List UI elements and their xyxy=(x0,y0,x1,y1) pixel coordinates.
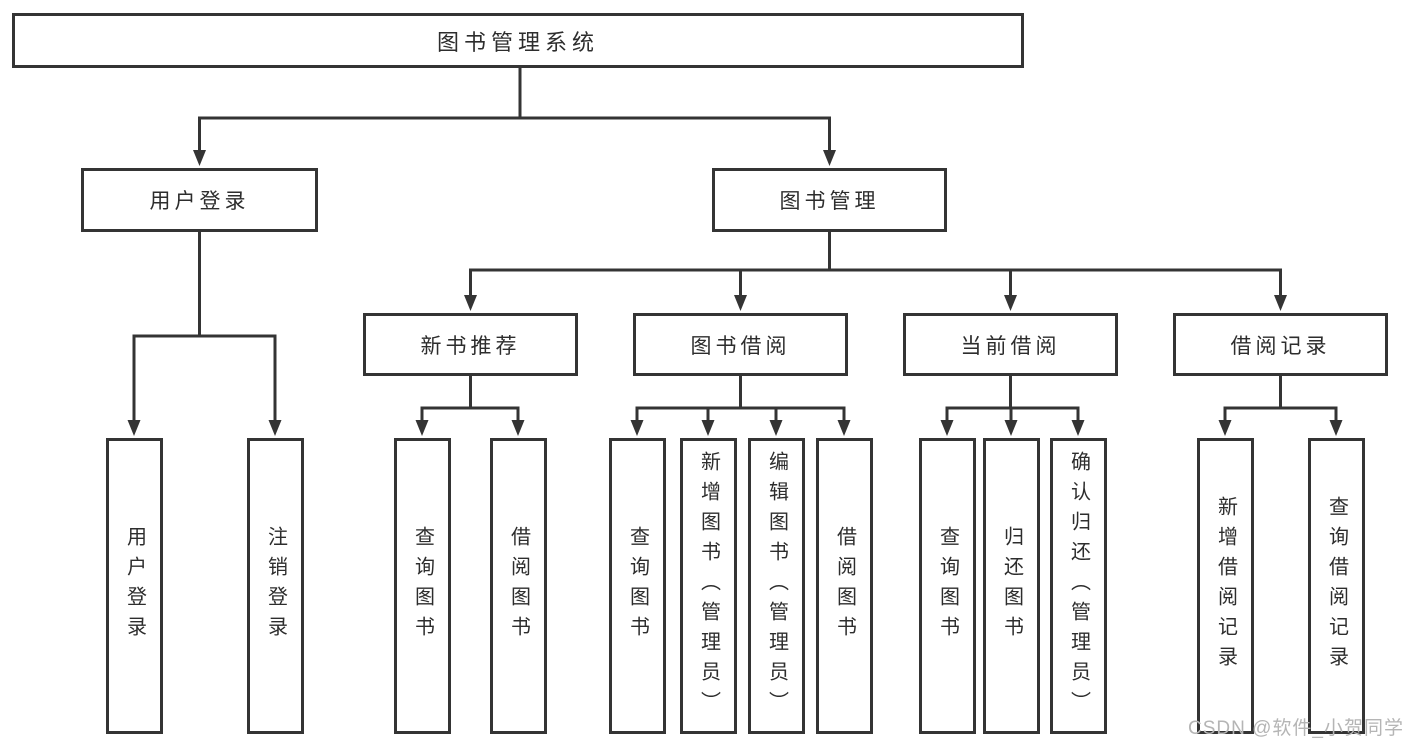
node-leaf-cb-confirm-return-admin-label: 确认归还（管理员） xyxy=(1067,451,1090,721)
node-leaf-cb-return-books-label: 归还图书 xyxy=(1000,526,1023,646)
node-leaf-cb-search-books-label: 查询图书 xyxy=(936,526,959,646)
node-leaf-bb-borrow-books-label: 借阅图书 xyxy=(833,526,856,646)
node-book-borrowing-label: 图书借阅 xyxy=(690,334,791,358)
node-book-management: 图书管理 xyxy=(712,168,947,232)
connector-new-books-children xyxy=(415,376,525,436)
node-leaf-cb-search-books: 查询图书 xyxy=(918,438,976,734)
node-current-borrowing-label: 当前借阅 xyxy=(960,334,1061,358)
node-leaf-cb-return-books: 归还图书 xyxy=(982,438,1040,734)
node-leaf-cb-confirm-return-admin: 确认归还（管理员） xyxy=(1049,438,1107,734)
node-leaf-user-login: 用户登录 xyxy=(105,438,163,734)
csdn-watermark: CSDN @软件_小贺同学 xyxy=(1188,718,1404,739)
node-leaf-bb-search-books-label: 查询图书 xyxy=(626,526,649,646)
node-leaf-br-search-record: 查询借阅记录 xyxy=(1307,438,1365,734)
node-user-login-label: 用户登录 xyxy=(149,190,250,213)
node-new-book-recommend-label: 新书推荐 xyxy=(420,334,521,358)
node-borrowing-records: 借阅记录 xyxy=(1173,313,1388,376)
node-leaf-nb-search-books: 查询图书 xyxy=(393,438,451,734)
node-leaf-logout: 注销登录 xyxy=(246,438,304,734)
connector-borrow-records-children xyxy=(1218,376,1343,436)
connector-book-mgmt-to-level3 xyxy=(464,232,1287,311)
connector-root-to-level2 xyxy=(193,68,836,166)
node-leaf-user-login-label: 用户登录 xyxy=(123,526,146,646)
node-leaf-br-search-record-label: 查询借阅记录 xyxy=(1325,496,1348,676)
node-leaf-bb-borrow-books: 借阅图书 xyxy=(815,438,873,734)
node-leaf-br-add-record: 新增借阅记录 xyxy=(1196,438,1254,734)
node-user-login: 用户登录 xyxy=(81,168,318,232)
node-book-borrowing: 图书借阅 xyxy=(633,313,848,376)
node-leaf-logout-label: 注销登录 xyxy=(264,526,287,646)
node-current-borrowing: 当前借阅 xyxy=(903,313,1118,376)
connector-current-borrow-children xyxy=(940,376,1085,436)
node-leaf-bb-edit-books-admin-label: 编辑图书（管理员） xyxy=(765,451,788,721)
node-leaf-bb-add-books-admin-label: 新增图书（管理员） xyxy=(697,451,720,721)
node-new-book-recommend: 新书推荐 xyxy=(363,313,578,376)
node-root: 图书管理系统 xyxy=(12,13,1024,68)
node-leaf-bb-search-books: 查询图书 xyxy=(608,438,666,734)
node-leaf-nb-borrow-books-label: 借阅图书 xyxy=(507,526,530,646)
node-leaf-bb-add-books-admin: 新增图书（管理员） xyxy=(679,438,737,734)
node-borrowing-records-label: 借阅记录 xyxy=(1230,334,1331,358)
node-leaf-nb-borrow-books: 借阅图书 xyxy=(489,438,547,734)
node-leaf-bb-edit-books-admin: 编辑图书（管理员） xyxy=(747,438,805,734)
connector-book-borrow-children xyxy=(630,376,851,436)
node-root-label: 图书管理系统 xyxy=(436,29,599,55)
connector-user-login-children xyxy=(127,232,282,436)
node-leaf-br-add-record-label: 新增借阅记录 xyxy=(1214,496,1237,676)
node-book-management-label: 图书管理 xyxy=(779,190,880,213)
node-leaf-nb-search-books-label: 查询图书 xyxy=(411,526,434,646)
